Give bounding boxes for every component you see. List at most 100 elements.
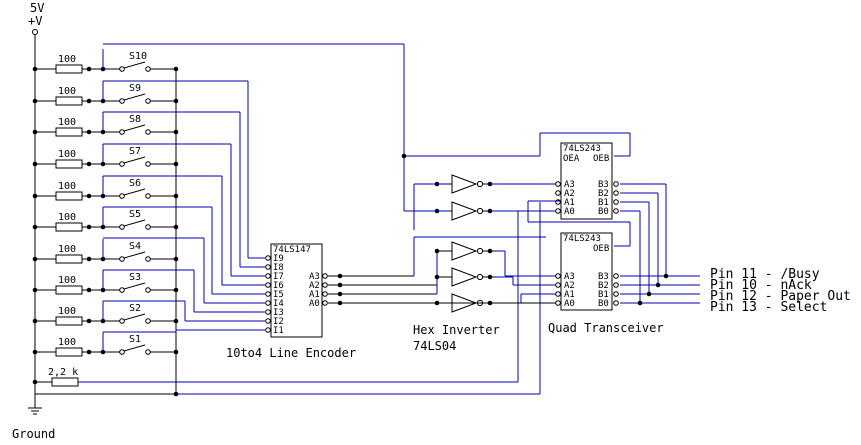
switch-label: S8 xyxy=(129,114,141,125)
transceiver-a-pin xyxy=(555,273,561,279)
switch-contact xyxy=(145,256,151,262)
junction xyxy=(86,224,92,230)
switch-contact xyxy=(119,224,125,230)
encoder-input-wiring xyxy=(103,80,265,333)
transceiver-a-label: A0 xyxy=(564,207,575,217)
encoder-input-label: I3 xyxy=(273,308,284,318)
transceiver-b-label: B1 xyxy=(598,198,609,208)
transceiver-caption: Quad Transceiver xyxy=(548,321,664,335)
switch-contact xyxy=(145,161,151,167)
encoder-input-pin xyxy=(265,318,271,324)
switch-lever xyxy=(123,282,146,290)
junction xyxy=(86,129,92,135)
resistor xyxy=(55,347,83,357)
encoder-input-pin xyxy=(265,300,271,306)
junction xyxy=(487,248,493,254)
junction xyxy=(487,274,493,280)
resistor xyxy=(55,191,83,201)
transceiver-a-pin xyxy=(555,291,561,297)
transceiver-b-pin xyxy=(613,282,619,288)
switch-contact xyxy=(119,318,125,324)
junction xyxy=(86,318,92,324)
switch-contact xyxy=(145,318,151,324)
inverter-top-wiring xyxy=(103,43,560,230)
switch-lever xyxy=(123,219,146,227)
encoder-output-pin xyxy=(322,300,328,306)
encoder-input-pin xyxy=(265,291,271,297)
encoder-output-pin xyxy=(322,273,328,279)
switch-label: S9 xyxy=(129,83,141,94)
transceiver-a-label: A2 xyxy=(564,281,575,291)
switch-lever xyxy=(123,156,146,164)
resistor xyxy=(55,316,83,326)
ground-label: Ground xyxy=(12,427,55,441)
junction xyxy=(86,66,92,72)
transceiver-b-label: B3 xyxy=(598,180,609,190)
encoder-output-label: A2 xyxy=(309,281,320,291)
port-wiring xyxy=(620,183,700,306)
switch-contact xyxy=(119,129,125,135)
inverter-caption-part: 74LS04 xyxy=(413,339,456,353)
transceiver-bottom-chip-label: 74LS243 xyxy=(563,234,601,244)
switch-contact xyxy=(119,161,125,167)
resistor-value: 100 xyxy=(58,54,76,65)
junction xyxy=(434,248,440,254)
switch-label: S6 xyxy=(129,178,141,189)
transceiver-a-label: A0 xyxy=(564,299,575,309)
port-pin-busy: Pin 11 - /Busy xyxy=(710,267,820,282)
switch-lever xyxy=(123,251,146,259)
transceiver-top-chip-label: 74LS243 xyxy=(563,144,601,154)
inverter-bubble xyxy=(476,273,484,281)
junction xyxy=(86,287,92,293)
encoder-input-pin xyxy=(265,264,271,270)
switch-contact xyxy=(145,129,151,135)
transceiver-a-pin xyxy=(555,300,561,306)
transceiver-bottom-body xyxy=(560,232,613,311)
resistor xyxy=(55,159,83,169)
transceiver-top-oea: OEA xyxy=(563,154,580,164)
resistor xyxy=(55,96,83,106)
switch-contact xyxy=(145,224,151,230)
switch-contact xyxy=(145,287,151,293)
transceiver-bottom: 74LS243 OEB xyxy=(527,200,631,311)
supply-rail-label: +V xyxy=(28,14,42,28)
encoder-input-label: I1 xyxy=(273,326,284,336)
switch-lever xyxy=(123,124,146,132)
switch-label: S7 xyxy=(129,146,141,157)
resistor xyxy=(55,64,83,74)
encoder-output-label: A1 xyxy=(309,290,320,300)
encoder-input-label: I5 xyxy=(273,290,284,300)
encoder-output-label: A3 xyxy=(309,272,320,282)
inverter-bubble xyxy=(476,180,484,188)
transceiver-a-label: A1 xyxy=(564,198,575,208)
junction xyxy=(86,256,92,262)
encoder-chip-label: 74LS147 xyxy=(273,245,311,255)
transceiver-a-pin xyxy=(555,181,561,187)
switch-label: S3 xyxy=(129,272,141,283)
resistor-value: 100 xyxy=(58,306,76,317)
transceiver-a-pin xyxy=(555,208,561,214)
resistor xyxy=(55,254,83,264)
resistor xyxy=(55,222,83,232)
transceiver-a-pin xyxy=(555,282,561,288)
transceiver-b-label: B2 xyxy=(598,281,609,291)
encoder-input-pin xyxy=(265,255,271,261)
encoder-input-label: I6 xyxy=(273,281,284,291)
encoder-input-label: I4 xyxy=(273,299,284,309)
resistor-value: 100 xyxy=(58,337,76,348)
hex-inverter-group xyxy=(340,174,558,313)
resistor-value: 100 xyxy=(58,244,76,255)
inverter-gate xyxy=(434,174,496,194)
encoder-body xyxy=(270,243,323,338)
switch-contact xyxy=(145,98,151,104)
pullup-resistor-value: 2,2 k xyxy=(48,367,78,378)
